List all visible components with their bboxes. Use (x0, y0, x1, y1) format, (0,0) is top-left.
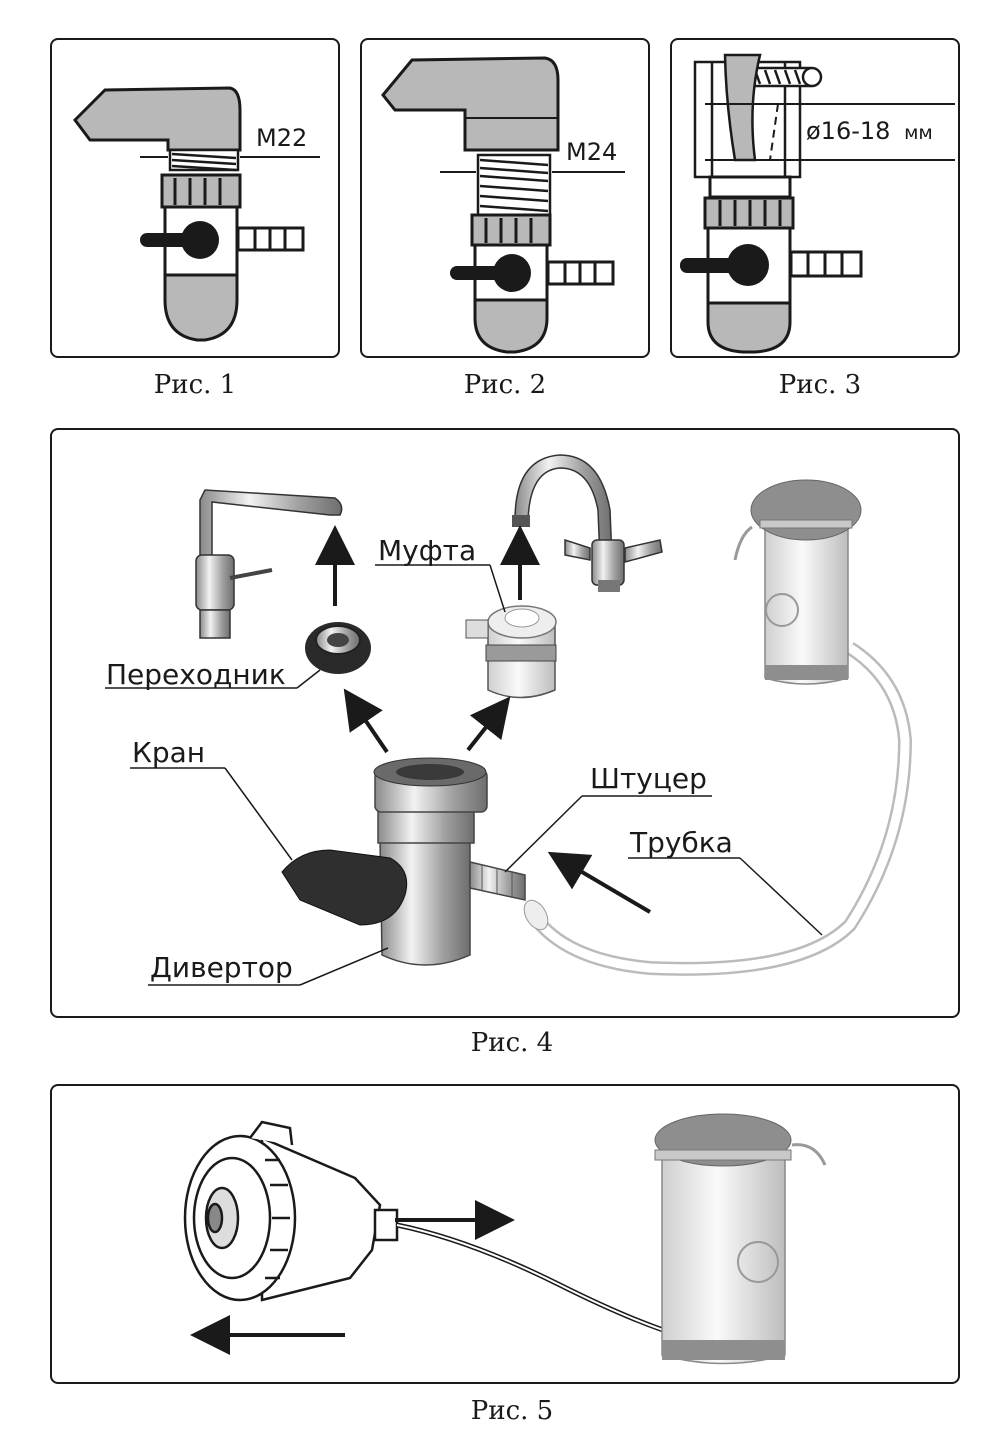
diverter-cap-drawing (183, 1120, 399, 1302)
figure-3-caption: Рис. 3 (778, 370, 862, 400)
label-tube: Трубка (629, 826, 733, 859)
label-fitting: Штуцер (590, 762, 707, 795)
faucet-spout (381, 56, 560, 152)
tube (396, 1222, 679, 1338)
valve-handle (450, 266, 505, 280)
valve-knob (493, 254, 531, 292)
thread-m22 (168, 148, 240, 172)
valve-knob (727, 244, 769, 286)
label-valve: Кран (132, 736, 205, 769)
diverter-body (160, 173, 305, 342)
arrow-diverter-to-adapter (343, 688, 389, 754)
label-coupling: Муфта (378, 534, 476, 567)
label-adapter: Переходник (106, 658, 286, 691)
adapter-photo (305, 622, 371, 674)
diverter-body (703, 175, 863, 354)
thread-m24 (476, 153, 552, 217)
figure-1-caption: Рис. 1 (153, 370, 237, 400)
diverter-body (470, 213, 615, 354)
water-filter-photo (733, 479, 862, 685)
diameter-label: ø16-18 (806, 117, 890, 145)
svg-text:ø16-18 мм: ø16-18 мм (806, 117, 933, 145)
arrow-diverter-to-coupling (466, 696, 511, 752)
figure-5-caption: Рис. 5 (470, 1396, 554, 1426)
valve-handle (680, 258, 740, 273)
figure-3-drawing: ø16-18 мм (680, 53, 955, 354)
thread-m22-label: M22 (256, 124, 307, 152)
two-handle-faucet-photo (512, 454, 663, 592)
diverter-photo (281, 757, 526, 966)
diameter-unit: мм (904, 122, 933, 144)
figure-2-drawing: M24 (381, 56, 625, 354)
figure-4-caption: Рис. 4 (470, 1028, 554, 1058)
lever-faucet-photo (195, 489, 343, 639)
faucet-spout (73, 86, 242, 152)
valve-handle (140, 233, 195, 247)
figure-2-caption: Рис. 2 (463, 370, 547, 400)
figure-1-drawing: M22 (73, 86, 320, 342)
coupling-photo (465, 605, 557, 699)
arrow-tube-to-fitting (547, 851, 652, 914)
figure-4-drawing: Переходник Муфта (105, 454, 913, 986)
label-diverter: Дивертор (150, 951, 293, 984)
thread-m24-label: M24 (566, 138, 617, 166)
valve-knob (181, 221, 219, 259)
figure-5-drawing (183, 1113, 827, 1365)
water-filter-photo (654, 1113, 827, 1365)
